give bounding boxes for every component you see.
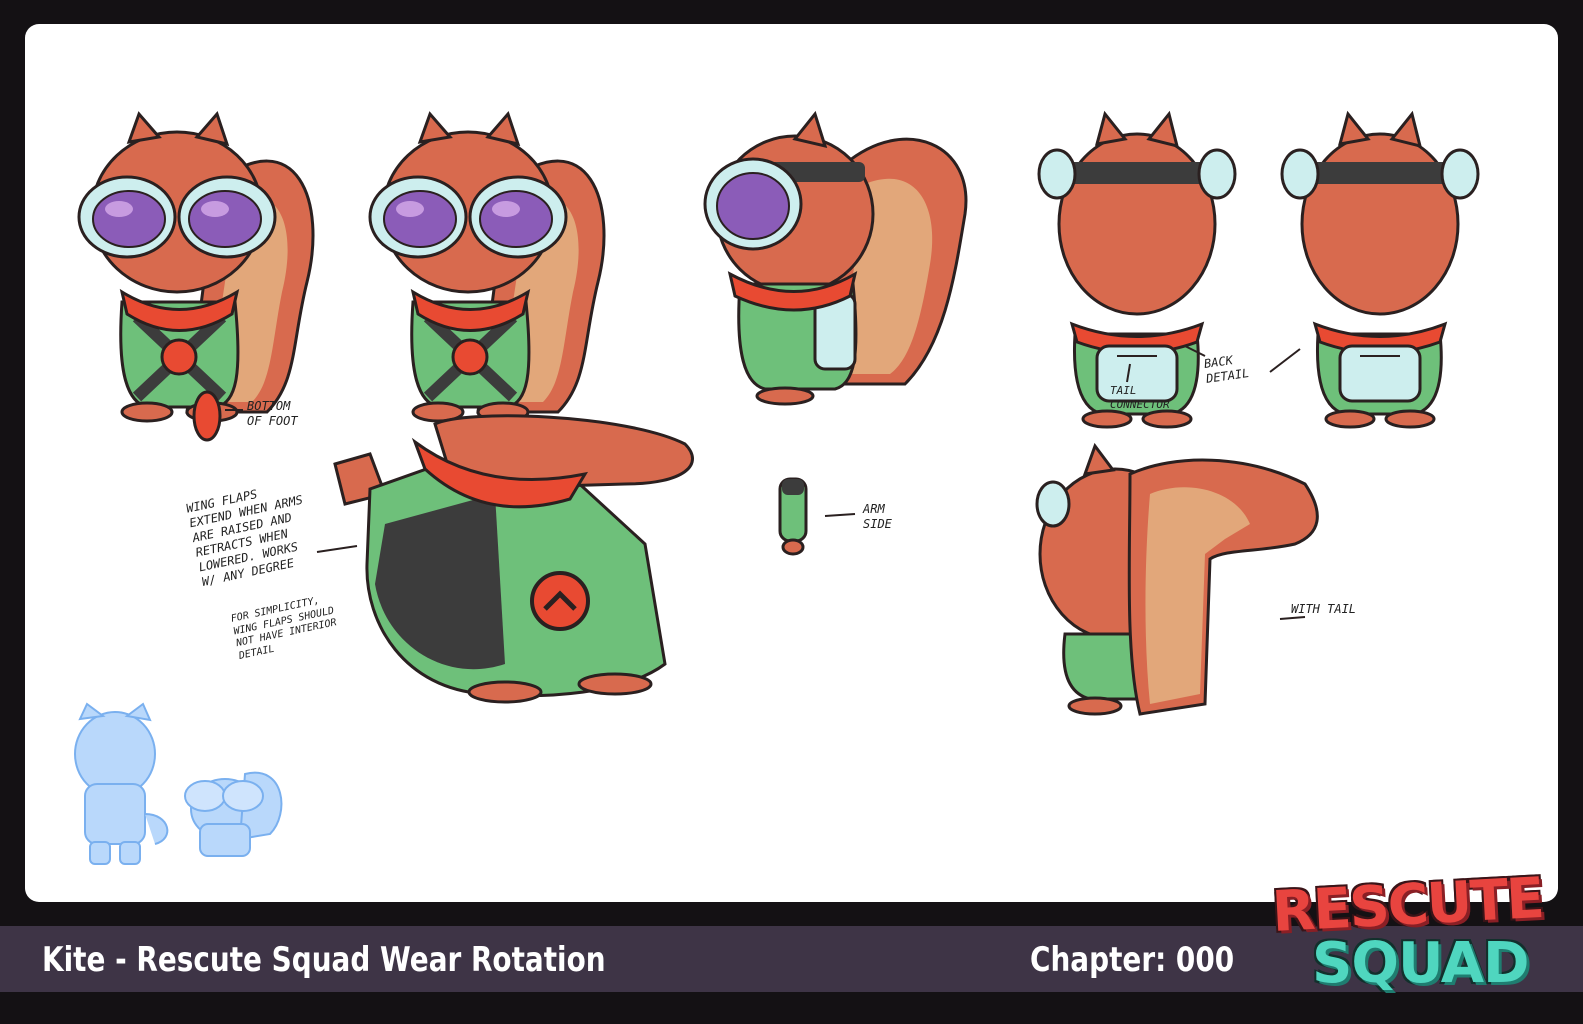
wing-flap-view <box>316 414 694 704</box>
arm-side-sketch <box>778 477 856 556</box>
note-tail-connector: TAIL CONNECTOR <box>1110 384 1170 411</box>
note-arm-side: ARM SIDE <box>863 502 892 531</box>
footer-bar: Kite - Rescute Squad Wear Rotation Chapt… <box>0 926 1583 992</box>
note-with-tail: WITH TAIL <box>1291 602 1357 616</box>
note-bottom-of-foot: BOTTOM OF FOOT <box>247 399 298 428</box>
front-view <box>79 114 313 421</box>
sheet-title: Kite - Rescute Squad Wear Rotation <box>42 940 606 980</box>
logo-line-2: SQUAD <box>1312 931 1530 996</box>
foot-sole-sketch <box>192 390 222 442</box>
side-view <box>703 110 968 406</box>
back-view-detail <box>1280 112 1480 429</box>
rescute-squad-logo: RESCUTE SQUAD <box>1262 865 1562 1015</box>
character-sheet: BOTTOM OF FOOT WING FLAPS EXTEND WHEN AR… <box>25 24 1558 902</box>
character-artwork <box>25 24 1480 865</box>
note-back-detail: BACK DETAIL <box>1203 353 1251 386</box>
chapter-label: Chapter: 000 <box>1030 940 1235 980</box>
blue-sketch-characters <box>74 702 283 865</box>
three-quarter-view <box>370 114 604 421</box>
with-tail-view <box>1035 442 1319 716</box>
